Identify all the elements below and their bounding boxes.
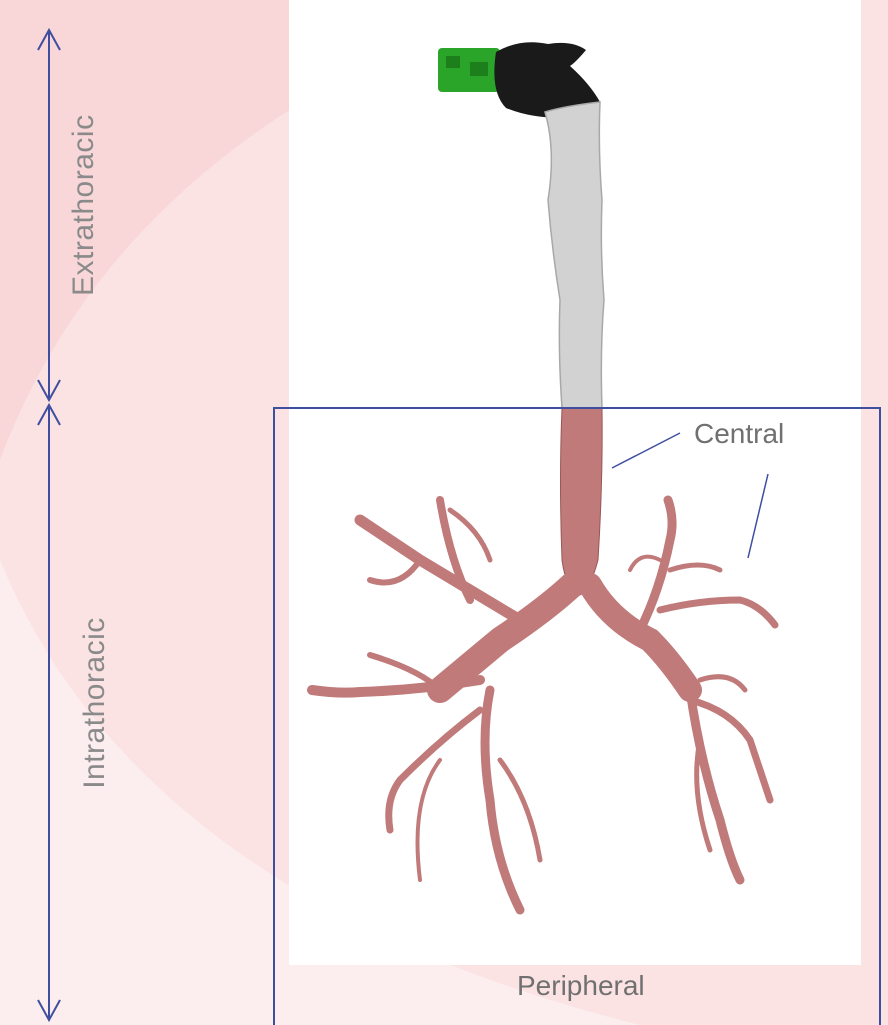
central-label: Central (694, 418, 784, 450)
extrathoracic-label: Extrathoracic (66, 116, 102, 296)
intrathoracic-label: Intrathoracic (77, 613, 113, 793)
peripheral-label: Peripheral (517, 970, 645, 1002)
